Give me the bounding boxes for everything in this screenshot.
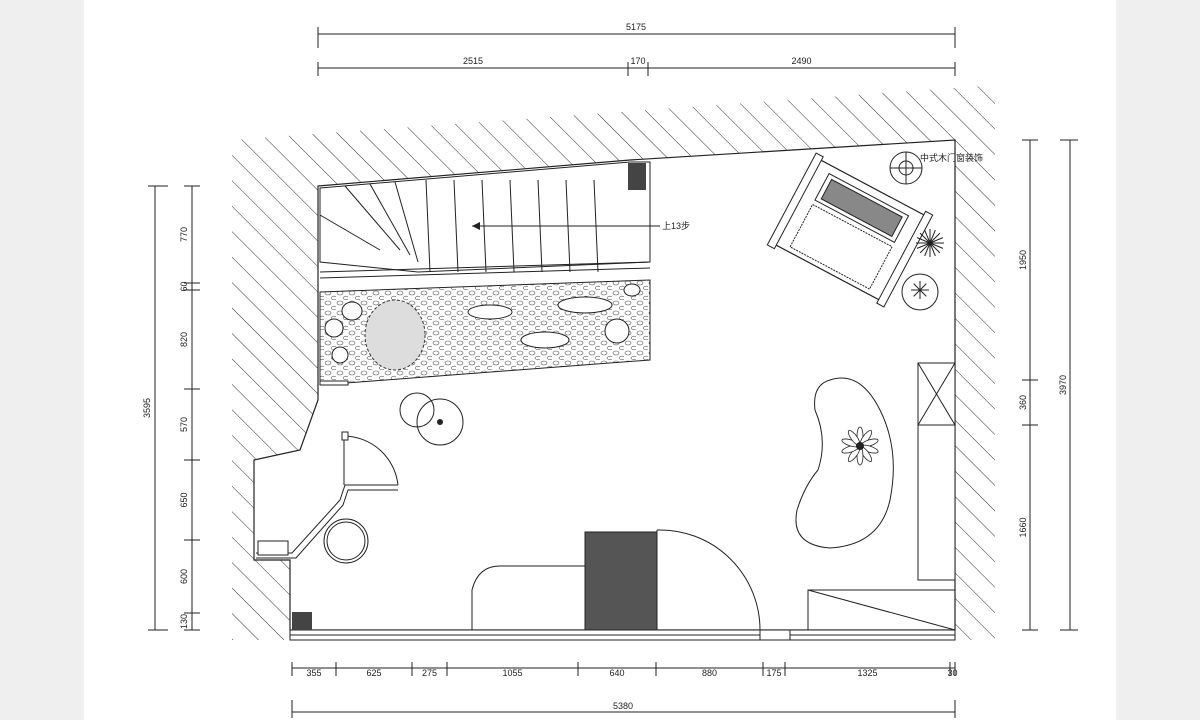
svg-text:3595: 3595 bbox=[142, 398, 152, 418]
bottom-dim-label: 1055 bbox=[502, 668, 522, 678]
bottom-dim-label: 625 bbox=[366, 668, 381, 678]
bottom-dim-label: 30 bbox=[947, 668, 957, 678]
counter bbox=[471, 529, 761, 631]
top-dim-label: 2515 bbox=[463, 56, 483, 66]
wall-hatching bbox=[232, 85, 995, 640]
round-tables bbox=[323, 392, 464, 564]
top-dim-label: 170 bbox=[630, 56, 645, 66]
dimension-top: 5175 2515 170 2490 bbox=[317, 22, 956, 76]
bottom-dim-label: 355 bbox=[306, 668, 321, 678]
left-dim-label: 130 bbox=[179, 614, 189, 629]
left-dim-label: 770 bbox=[179, 227, 189, 242]
bottom-dim-label: 640 bbox=[609, 668, 624, 678]
column bbox=[628, 163, 646, 190]
left-dim-label: 570 bbox=[179, 417, 189, 432]
top-dim-label: 2490 bbox=[791, 56, 811, 66]
dimension-right: 1950 360 1660 3970 bbox=[1018, 139, 1078, 631]
stair-note: 上13步 bbox=[662, 221, 690, 231]
left-dim-label: 60 bbox=[179, 281, 189, 291]
left-door bbox=[256, 431, 399, 559]
left-dim-label: 820 bbox=[179, 332, 189, 347]
bottom-dim-label: 880 bbox=[702, 668, 717, 678]
plants: 中式木门窗装饰 bbox=[889, 151, 983, 311]
armchair bbox=[766, 152, 934, 308]
left-dim-label: 600 bbox=[179, 569, 189, 584]
staircase: 上13步 bbox=[319, 161, 690, 279]
door-note: 中式木门窗装饰 bbox=[920, 152, 983, 163]
svg-text:5175: 5175 bbox=[626, 22, 646, 32]
svg-text:3970: 3970 bbox=[1058, 375, 1068, 395]
dimension-left: 3595 770 60 820 570 650 600 130 bbox=[142, 185, 200, 631]
bottom-dim-label: 1325 bbox=[857, 668, 877, 678]
right-dim-label: 1660 bbox=[1018, 517, 1028, 537]
bottom-windows bbox=[289, 612, 956, 641]
bottom-dim-label: 275 bbox=[422, 668, 437, 678]
bottom-dim-label: 175 bbox=[766, 668, 781, 678]
right-cabinet bbox=[807, 362, 956, 631]
svg-text:5380: 5380 bbox=[613, 701, 633, 711]
pebble-garden bbox=[319, 279, 651, 386]
shoe-cabinet bbox=[257, 540, 289, 556]
dimension-bottom: 355 625 275 1055 640 880 175 1325 30 5380 bbox=[291, 662, 958, 718]
right-dim-label: 1950 bbox=[1018, 250, 1028, 270]
left-dim-label: 650 bbox=[179, 492, 189, 507]
right-dim-label: 360 bbox=[1018, 395, 1028, 410]
kidney-rug bbox=[795, 377, 894, 549]
